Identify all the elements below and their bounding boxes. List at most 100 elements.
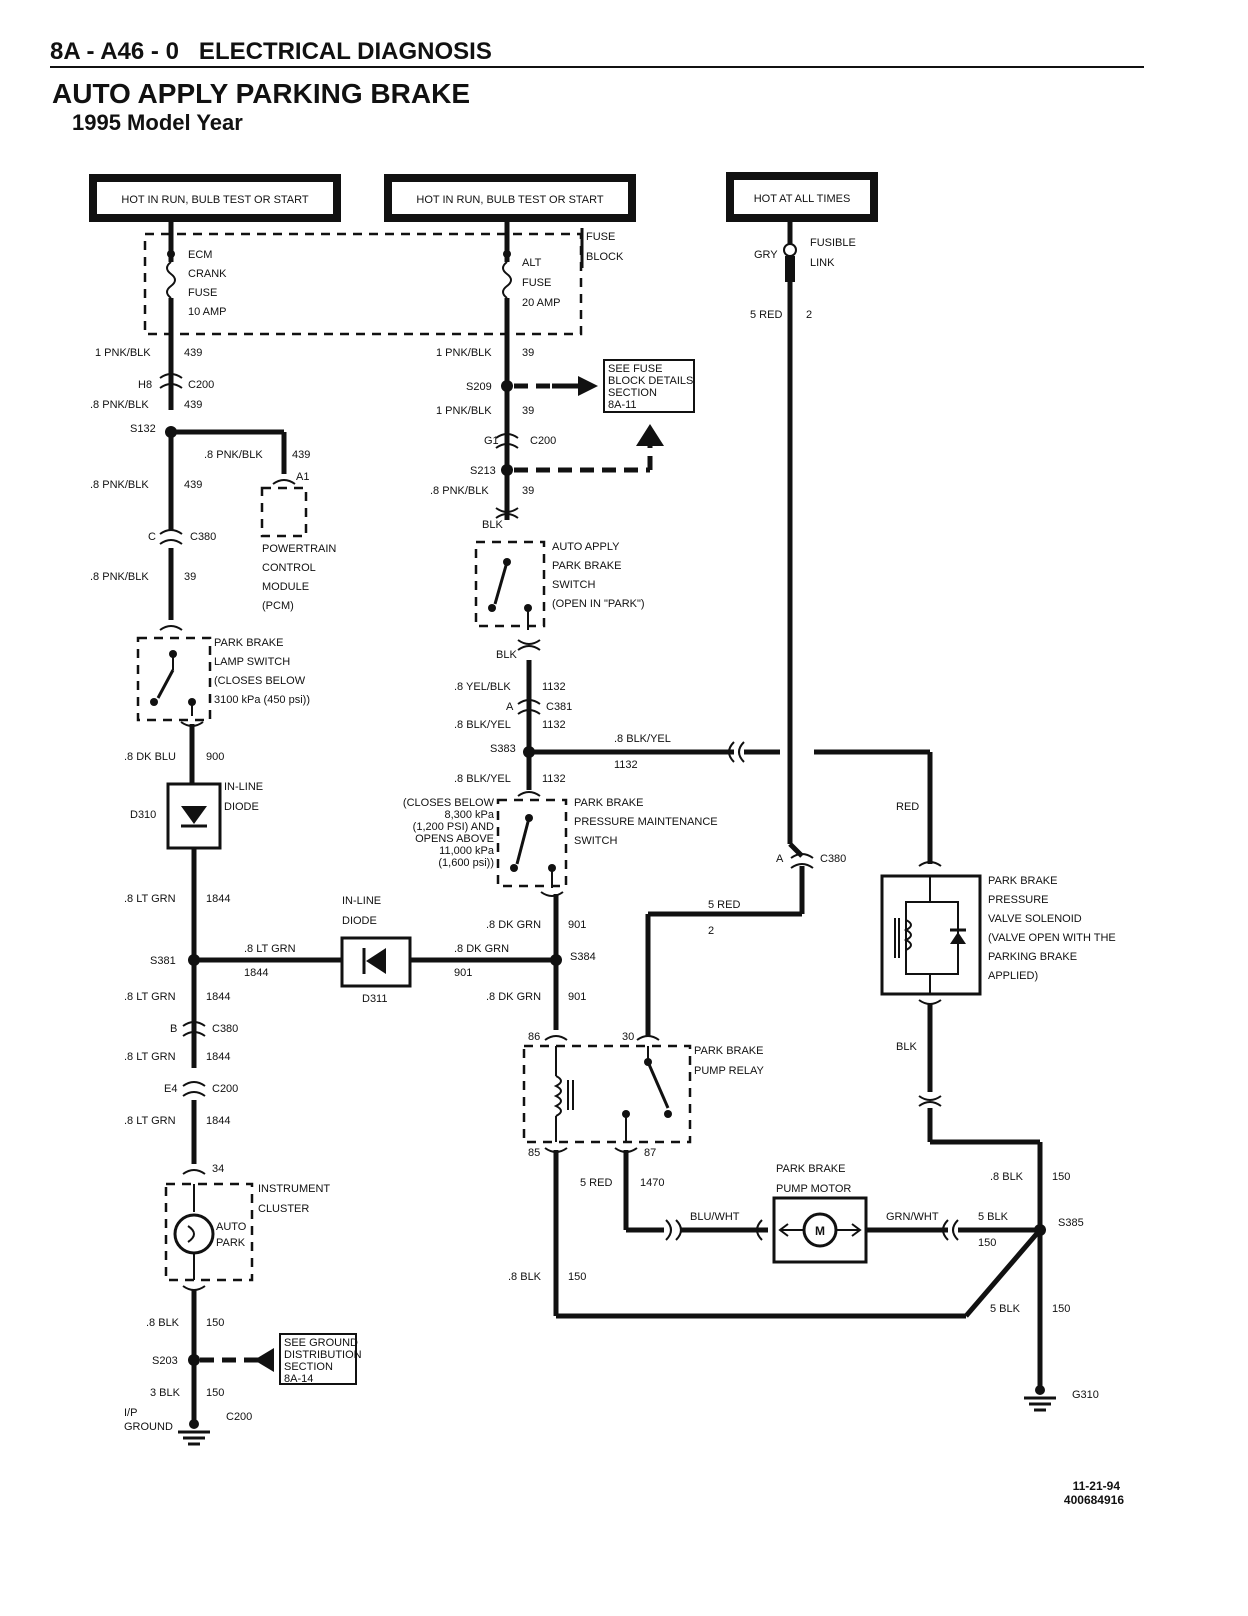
svg-text:150: 150	[206, 1317, 224, 1329]
svg-text:BLK: BLK	[482, 519, 503, 531]
svg-text:APPLIED): APPLIED)	[988, 970, 1038, 982]
svg-text:.8 BLK/YEL: .8 BLK/YEL	[454, 719, 511, 731]
svg-text:5 RED: 5 RED	[708, 899, 740, 911]
svg-text:.8 DK BLU: .8 DK BLU	[124, 751, 176, 763]
fusible-link-symbol	[785, 256, 795, 282]
svg-text:5 BLK: 5 BLK	[990, 1303, 1021, 1315]
fuse-block-outline	[143, 232, 583, 336]
svg-text:1 PNK/BLK: 1 PNK/BLK	[436, 405, 492, 417]
svg-text:.8 PNK/BLK: .8 PNK/BLK	[90, 479, 149, 491]
svg-text:.8 BLK/YEL: .8 BLK/YEL	[614, 733, 671, 745]
svg-text:87: 87	[644, 1147, 656, 1159]
svg-text:.8 LT GRN: .8 LT GRN	[124, 893, 176, 905]
svg-text:A: A	[776, 853, 784, 865]
svg-text:MODULE: MODULE	[262, 581, 309, 593]
svg-text:SECTION: SECTION	[284, 1361, 333, 1373]
svg-text:150: 150	[206, 1387, 224, 1399]
svg-text:CONTROL: CONTROL	[262, 562, 316, 574]
svg-text:85: 85	[528, 1147, 540, 1159]
svg-text:.8 BLK: .8 BLK	[990, 1171, 1024, 1183]
svg-text:FUSE: FUSE	[522, 277, 551, 289]
splice-s209	[501, 380, 513, 392]
svg-text:HOT IN RUN, BULB TEST OR START: HOT IN RUN, BULB TEST OR START	[121, 194, 309, 206]
svg-text:BLOCK DETAILS: BLOCK DETAILS	[608, 375, 693, 387]
solenoid-coil	[903, 919, 912, 951]
svg-text:.8 LT GRN: .8 LT GRN	[124, 991, 176, 1003]
svg-text:8A-11: 8A-11	[608, 399, 637, 411]
svg-text:39: 39	[522, 405, 534, 417]
svg-text:GROUND: GROUND	[124, 1421, 173, 1433]
diagram-subtitle: 1995 Model Year	[72, 110, 243, 135]
header-rule	[50, 66, 1144, 68]
svg-text:D310: D310	[130, 809, 156, 821]
svg-text:C380: C380	[820, 853, 846, 865]
svg-text:20 AMP: 20 AMP	[522, 297, 561, 309]
svg-text:PARK BRAKE: PARK BRAKE	[988, 875, 1058, 887]
svg-text:RED: RED	[896, 801, 919, 813]
splice-s384	[550, 954, 562, 966]
relay-coil	[553, 1075, 562, 1117]
svg-text:1844: 1844	[206, 991, 230, 1003]
svg-text:C200: C200	[530, 435, 556, 447]
svg-text:M: M	[815, 1224, 825, 1238]
pressure-maintenance-switch-outline	[496, 798, 568, 888]
svg-text:LINK: LINK	[810, 257, 835, 269]
svg-text:.8 PNK/BLK: .8 PNK/BLK	[430, 485, 489, 497]
svg-text:439: 439	[184, 479, 202, 491]
svg-text:1132: 1132	[542, 719, 566, 731]
svg-text:C380: C380	[190, 531, 216, 543]
svg-text:PARK BRAKE: PARK BRAKE	[694, 1045, 764, 1057]
svg-text:PRESSURE MAINTENANCE: PRESSURE MAINTENANCE	[574, 816, 718, 828]
svg-text:.8 PNK/BLK: .8 PNK/BLK	[204, 449, 263, 461]
svg-text:.8 BLK: .8 BLK	[508, 1271, 542, 1283]
fuse-ref-note	[603, 359, 695, 413]
svg-text:1132: 1132	[542, 773, 566, 785]
svg-text:(OPEN IN "PARK"): (OPEN IN "PARK")	[552, 598, 645, 610]
svg-text:C380: C380	[212, 1023, 238, 1035]
diagram-title: AUTO APPLY PARKING BRAKE	[52, 78, 470, 109]
svg-text:39: 39	[522, 347, 534, 359]
svg-text:1470: 1470	[640, 1177, 664, 1189]
svg-text:2: 2	[806, 309, 812, 321]
svg-text:S381: S381	[150, 955, 176, 967]
svg-text:C: C	[148, 531, 156, 543]
svg-text:FUSE: FUSE	[188, 287, 217, 299]
svg-text:150: 150	[568, 1271, 586, 1283]
svg-text:AUTO APPLY: AUTO APPLY	[552, 541, 620, 553]
svg-text:901: 901	[568, 919, 586, 931]
svg-text:S209: S209	[466, 381, 492, 393]
svg-text:G1: G1	[484, 435, 499, 447]
hot-box-1: HOT IN RUN, BULB TEST OR START	[89, 174, 341, 222]
svg-text:INSTRUMENT: INSTRUMENT	[258, 1183, 330, 1195]
svg-text:439: 439	[292, 449, 310, 461]
svg-text:BLOCK: BLOCK	[586, 251, 624, 263]
svg-text:1132: 1132	[542, 681, 566, 693]
svg-text:D311: D311	[362, 993, 387, 1005]
svg-text:SWITCH: SWITCH	[574, 835, 617, 847]
svg-text:PARKING BRAKE: PARKING BRAKE	[988, 951, 1077, 963]
svg-text:SWITCH: SWITCH	[552, 579, 595, 591]
svg-text:1844: 1844	[244, 967, 268, 979]
svg-text:DIODE: DIODE	[342, 915, 377, 927]
svg-text:E4: E4	[164, 1083, 177, 1095]
svg-text:.8 DK GRN: .8 DK GRN	[454, 943, 509, 955]
svg-text:901: 901	[568, 991, 586, 1003]
svg-text:C200: C200	[212, 1083, 238, 1095]
ground-ref-note	[279, 1333, 357, 1385]
svg-text:IN-LINE: IN-LINE	[342, 895, 381, 907]
svg-text:AUTO: AUTO	[216, 1221, 247, 1233]
svg-text:A: A	[506, 701, 514, 713]
svg-text:1 PNK/BLK: 1 PNK/BLK	[436, 347, 492, 359]
svg-text:PARK BRAKE: PARK BRAKE	[214, 637, 284, 649]
svg-text:PUMP RELAY: PUMP RELAY	[694, 1065, 765, 1077]
svg-text:BLK: BLK	[896, 1041, 917, 1053]
svg-text:1844: 1844	[206, 1051, 230, 1063]
svg-text:S383: S383	[490, 743, 516, 755]
splice-s203	[188, 1354, 200, 1366]
svg-text:1 PNK/BLK: 1 PNK/BLK	[95, 347, 151, 359]
svg-text:POWERTRAIN: POWERTRAIN	[262, 543, 336, 555]
svg-text:.8 YEL/BLK: .8 YEL/BLK	[454, 681, 511, 693]
svg-text:(VALVE OPEN WITH THE: (VALVE OPEN WITH THE	[988, 932, 1116, 944]
svg-text:SEE GROUND: SEE GROUND	[284, 1337, 358, 1349]
svg-text:(1,600 psi)): (1,600 psi))	[438, 857, 494, 869]
